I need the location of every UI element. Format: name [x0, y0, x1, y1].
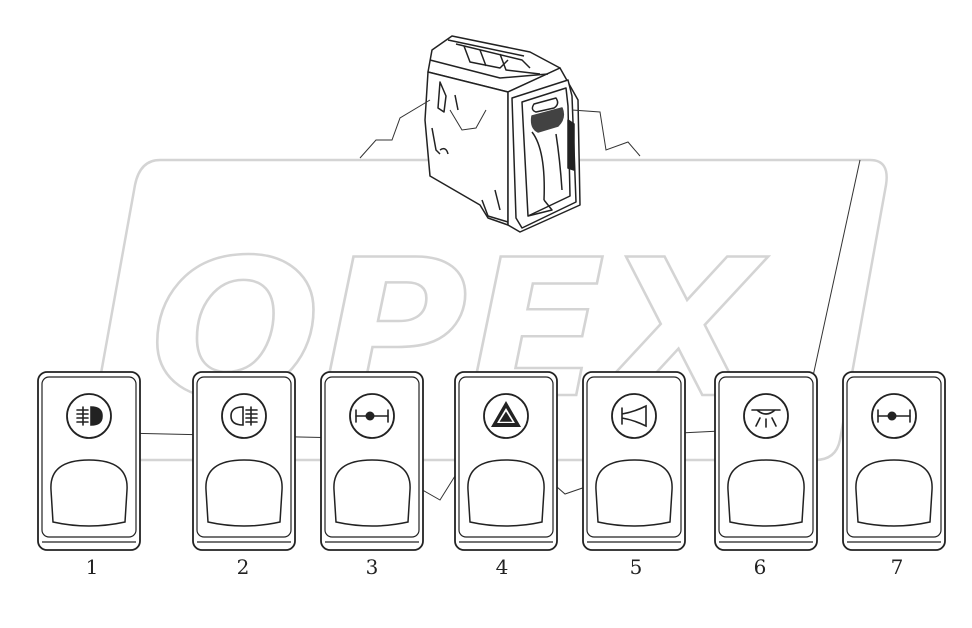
switch-indicator-lens — [221, 393, 267, 439]
switch-indicator-lens — [66, 393, 112, 439]
switch-indicator-lens — [611, 393, 657, 439]
rocker-switch-3: 3 — [320, 371, 424, 579]
rocker-switch-5: 5 — [582, 371, 686, 579]
rocker-switch-2: 2 — [192, 371, 296, 579]
rocker-switch-4: 4 — [454, 371, 558, 579]
switch-row: 1 2 3 4 5 6 7 — [37, 371, 946, 579]
rocker-switch-7: 7 — [842, 371, 946, 579]
switch-inner-frame — [586, 376, 682, 538]
front-fog-light-icon — [230, 406, 258, 426]
switch-rocker-pad — [205, 459, 283, 527]
work-light-icon — [751, 409, 781, 428]
switch-rocker-pad — [467, 459, 545, 527]
axle-lock-icon — [355, 409, 389, 423]
switch-inner-frame — [846, 376, 942, 538]
switch-indicator-lens — [743, 393, 789, 439]
switch-rocker-pad — [855, 459, 933, 527]
switch-rocker-pad — [50, 459, 128, 527]
switch-number-label: 1 — [86, 555, 99, 579]
switch-rocker-pad — [595, 459, 673, 527]
rocker-switch-1: 1 — [37, 371, 141, 579]
hazard-warning-icon — [491, 401, 521, 427]
switch-inner-frame — [718, 376, 814, 538]
switch-number-label: 7 — [891, 555, 904, 579]
rocker-switch-3d-view — [424, 35, 581, 233]
switch-inner-frame — [41, 376, 137, 538]
switch-inner-frame — [196, 376, 292, 538]
horn-icon — [621, 404, 647, 428]
switch-number-label: 4 — [496, 555, 509, 579]
switch-number-label: 5 — [630, 555, 643, 579]
rocker-switch-6: 6 — [714, 371, 818, 579]
switch-number-label: 2 — [237, 555, 250, 579]
switch-rocker-pad — [727, 459, 805, 527]
switch-number-label: 6 — [754, 555, 767, 579]
rear-fog-light-icon — [76, 406, 103, 426]
switch-rocker-pad — [333, 459, 411, 527]
switch-inner-frame — [458, 376, 554, 538]
switch-number-label: 3 — [366, 555, 379, 579]
axle-lock-icon — [877, 409, 911, 423]
switch-inner-frame — [324, 376, 420, 538]
